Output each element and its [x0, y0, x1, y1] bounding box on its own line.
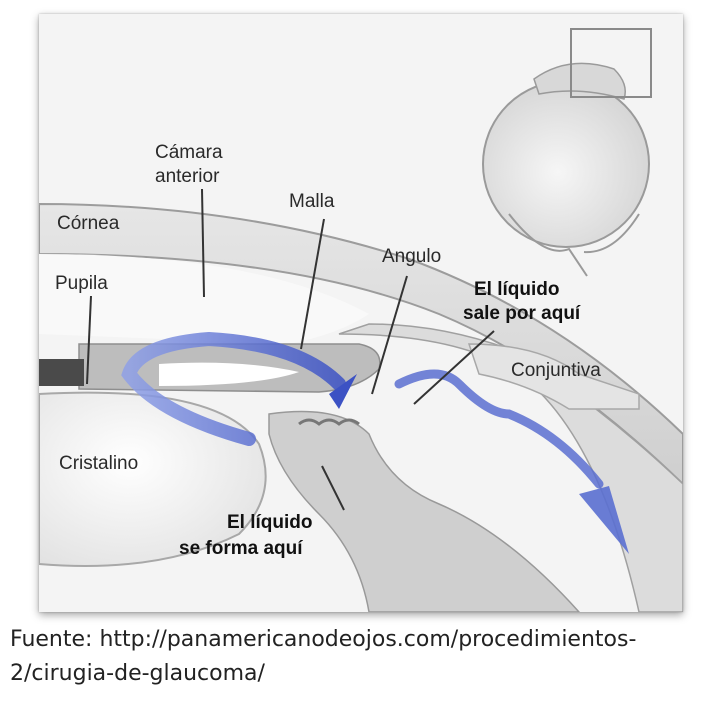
label-camara-anterior-line1: Cámara: [155, 142, 223, 163]
label-malla: Malla: [289, 191, 335, 212]
label-cornea: Córnea: [57, 213, 120, 234]
label-conjuntiva: Conjuntiva: [511, 360, 601, 381]
aqueous-flow-arrows: [121, 331, 629, 554]
label-iris: Iris: [179, 366, 203, 386]
label-pupila: Pupila: [55, 273, 108, 294]
lens-cristalino: [39, 391, 267, 567]
label-liquido-sale-line1: El líquido: [474, 279, 560, 300]
label-liquido-sale-line2: sale por aquí: [463, 303, 581, 324]
label-cristalino: Cristalino: [59, 453, 138, 474]
label-liquido-forma-line2: se forma aquí: [179, 538, 303, 559]
iris-highlight: [159, 362, 299, 386]
cornea-shape: [39, 202, 683, 486]
label-angulo: Angulo: [382, 246, 441, 267]
pupil-band: [39, 359, 84, 386]
eye-diagram-figure: Cámara anterior Malla Córnea Angulo Pupi…: [39, 14, 683, 612]
eye-anatomy-illustration: Cámara anterior Malla Córnea Angulo Pupi…: [39, 28, 683, 612]
ciliary-body: [268, 410, 581, 612]
conjuntiva-fold: [467, 343, 640, 410]
ciliary-processes: [298, 418, 360, 426]
source-caption: Fuente: http://panamericanodeojos.com/pr…: [10, 627, 637, 686]
label-liquido-forma-line1: El líquido: [227, 512, 313, 533]
leader-lines: [86, 188, 495, 511]
inset-eyeball: [482, 28, 652, 277]
label-camara-anterior-line2: anterior: [155, 166, 220, 187]
anterior-chamber: [39, 254, 369, 344]
